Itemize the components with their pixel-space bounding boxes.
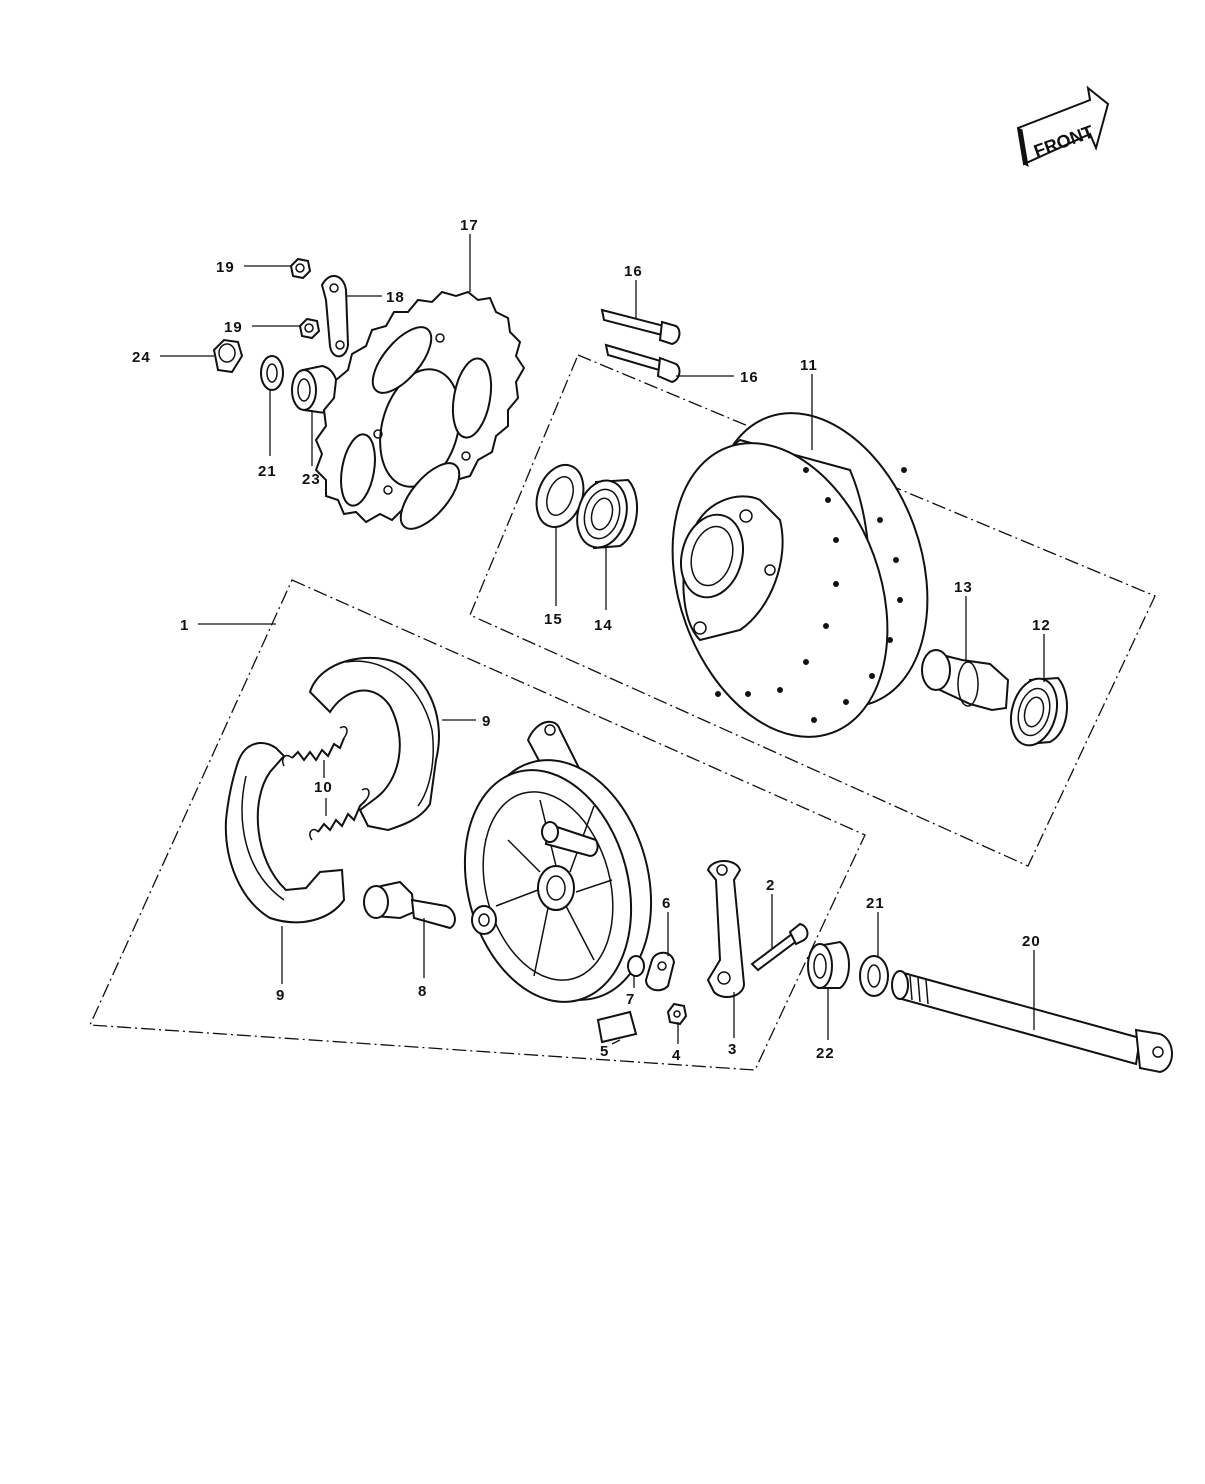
callout-13: 13: [954, 579, 973, 596]
part-12-bearing: [1009, 676, 1068, 747]
callout-21-upper: 21: [258, 463, 277, 480]
part-10-spring-lower: [309, 788, 370, 841]
part-19-nut-lower: [298, 317, 321, 340]
part-13-collar: [921, 649, 1010, 712]
part-10-spring-upper: [281, 726, 348, 767]
part-17-sprocket: [314, 290, 526, 530]
callout-6: 6: [662, 895, 671, 912]
part-20-axle: [891, 970, 1173, 1074]
part-7-seal: [627, 955, 645, 977]
hub-spoke-holes: [715, 467, 907, 723]
callout-17: 17: [460, 217, 479, 234]
part-3-cam-lever: [706, 860, 746, 999]
callout-16-upper: 16: [624, 263, 643, 280]
callout-numbers: 19 19 18 24 21 23 17 16 16 11 15 14 13 1…: [132, 217, 1051, 1064]
part-11-rear-hub: [671, 412, 929, 738]
callout-7: 7: [626, 991, 635, 1008]
part-8-brake-cam: [363, 880, 456, 930]
part-5-rubber-cap: [596, 1010, 638, 1044]
callout-12: 12: [1032, 617, 1051, 634]
callout-5: 5: [600, 1043, 609, 1060]
callout-21-lower: 21: [866, 895, 885, 912]
front-direction-badge: FRONT: [1016, 85, 1110, 167]
part-6-wear-indicator: [644, 951, 676, 992]
callout-20: 20: [1022, 933, 1041, 950]
callout-14: 14: [594, 617, 613, 634]
part-9-brake-shoe-lower: [224, 742, 346, 924]
part-9-brake-shoe-upper: [308, 656, 440, 832]
callout-23: 23: [302, 471, 321, 488]
callout-19-lower: 19: [224, 319, 243, 336]
hub-group-outline: [469, 354, 1156, 867]
callout-2: 2: [766, 877, 775, 894]
callout-4: 4: [672, 1047, 681, 1064]
part-21-washer-lower: [859, 955, 889, 997]
callout-15: 15: [544, 611, 563, 628]
callout-24: 24: [132, 349, 151, 366]
callout-9-lower: 9: [276, 987, 285, 1004]
part-19-nut-upper: [289, 257, 312, 280]
callout-3: 3: [728, 1041, 737, 1058]
part-16-bolt-lower: [604, 343, 681, 384]
brake-panel-group-outline: [89, 579, 866, 1071]
part-18-lock-plate: [320, 275, 350, 358]
part-16-bolt-upper: [600, 308, 681, 346]
part-4-nut: [666, 1002, 688, 1026]
callout-8: 8: [418, 983, 427, 1000]
callout-18: 18: [386, 289, 405, 306]
leader-lines: [160, 234, 1045, 1045]
callout-11: 11: [800, 357, 818, 374]
part-23-collar: [291, 364, 340, 414]
part-21-washer-top: [260, 355, 284, 391]
part-24-axle-nut: [212, 338, 244, 374]
part-14-bearing: [576, 478, 638, 550]
callout-10: 10: [314, 779, 333, 796]
callout-19-upper: 19: [216, 259, 235, 276]
callout-9-upper: 9: [482, 713, 491, 730]
callout-16-lower: 16: [740, 369, 759, 386]
brake-panel: [463, 720, 653, 1003]
callout-22: 22: [816, 1045, 835, 1062]
callout-1: 1: [180, 617, 189, 634]
part-2-bolt: [750, 922, 809, 972]
part-22-collar: [807, 940, 850, 989]
